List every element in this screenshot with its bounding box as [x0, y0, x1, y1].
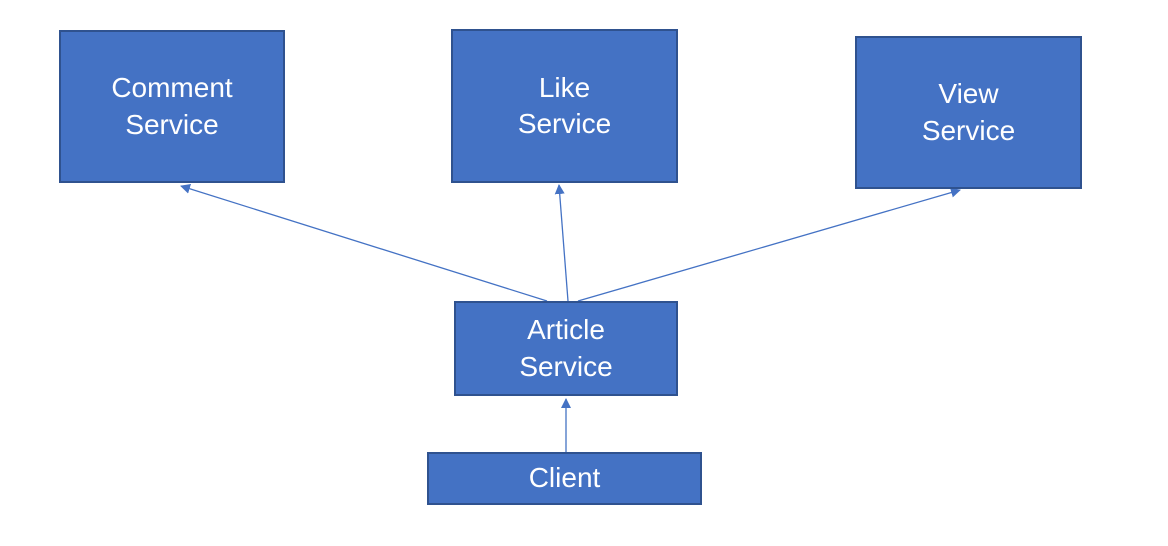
node-label-line: Article: [527, 314, 605, 346]
node-label-line: Client: [528, 462, 601, 494]
node-label-line: Service: [519, 350, 613, 382]
node-like-service: Like Service: [451, 29, 678, 183]
node-article-service: Article Service: [454, 301, 678, 396]
edge-article-to-view: [577, 187, 961, 302]
node-label-line: Comment: [111, 72, 233, 104]
edge-article-to-comment: [180, 183, 548, 302]
node-view-service: View Service: [855, 36, 1082, 189]
node-label-line: Like: [538, 71, 591, 103]
node-label-line: Service: [921, 114, 1016, 146]
node-label-line: Service: [517, 108, 612, 139]
node-label-line: Service: [125, 108, 219, 140]
edge-article-to-like: [554, 184, 569, 302]
node-label-line: View: [938, 78, 999, 110]
node-comment-service: Comment Service: [59, 30, 285, 183]
node-client: Client: [427, 452, 702, 505]
